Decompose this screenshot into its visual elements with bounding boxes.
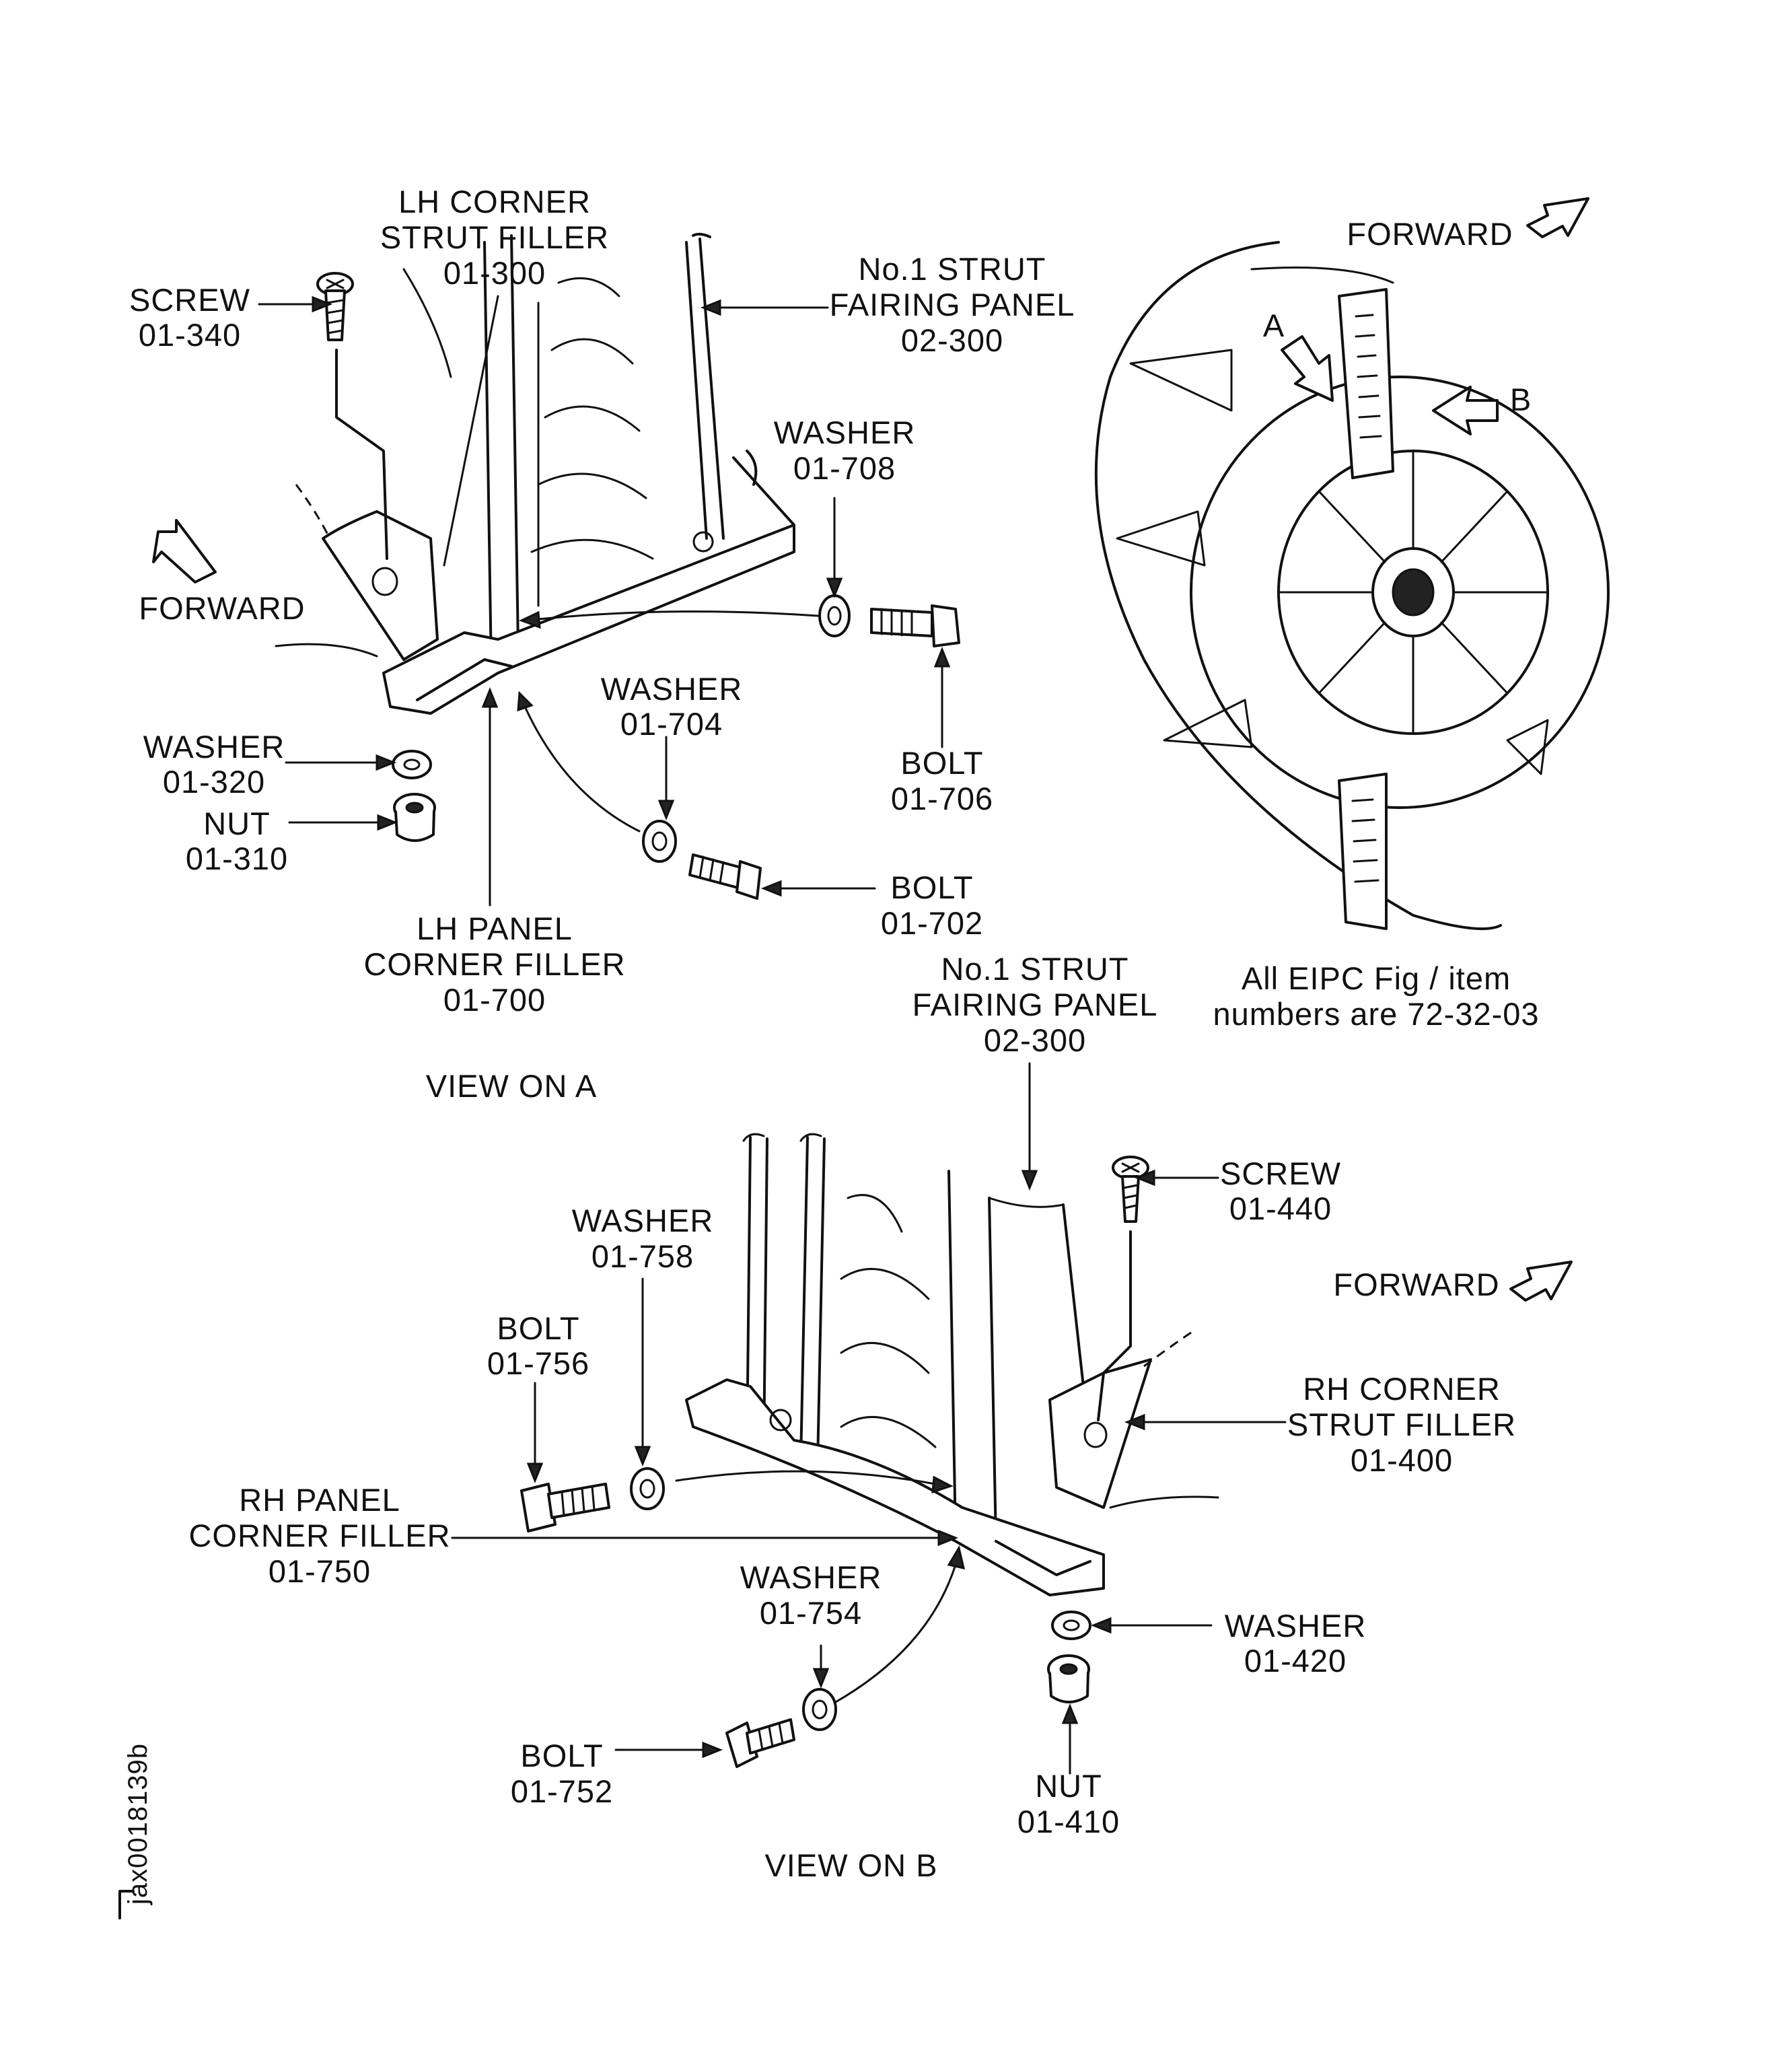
- washer-01-754-number: 01-754: [760, 1595, 862, 1631]
- view-a-leaders: [152, 295, 951, 907]
- lh-corner-strut-filler-number: 01-300: [443, 255, 546, 291]
- eipc-note-line1: All EIPC Fig / item: [1242, 960, 1511, 996]
- washer-01-420-part: [1051, 1611, 1091, 1640]
- screw-01-340-number: 01-340: [139, 317, 241, 353]
- washer-01-320-number: 01-320: [163, 764, 265, 800]
- view-b-drawing: [685, 1133, 1219, 1596]
- washer-01-420-name: WASHER: [1225, 1608, 1367, 1644]
- view-on-b-caption: VIEW ON B: [764, 1847, 937, 1883]
- view-arrow-b-label: B: [1510, 382, 1532, 417]
- label-lh-corner-strut-filler: LH CORNER STRUT FILLER 01-300: [380, 184, 609, 291]
- bolt-01-702-part: [688, 853, 762, 900]
- washer-01-420-number: 01-420: [1244, 1643, 1347, 1679]
- figure-id: jax0018139b: [123, 1743, 153, 1905]
- rh-corner-strut-filler-line1: RH CORNER: [1303, 1371, 1501, 1407]
- view-b-leaders: [451, 1062, 1573, 1775]
- label-rh-corner-strut-filler: RH CORNER STRUT FILLER 01-400: [1287, 1371, 1516, 1478]
- forward-label-view-a: FORWARD: [139, 590, 305, 626]
- eipc-note-line2: numbers are 72-32-03: [1213, 996, 1539, 1032]
- bolt-01-752-name: BOLT: [520, 1738, 603, 1773]
- label-screw-01-440: SCREW 01-440: [1220, 1156, 1341, 1226]
- washer-01-758-part: [630, 1467, 665, 1510]
- bolt-01-756-number: 01-756: [487, 1345, 589, 1381]
- nut-01-310-name: NUT: [203, 806, 271, 841]
- forward-label-view-b: FORWARD: [1333, 1267, 1499, 1302]
- washer-01-754-name: WASHER: [740, 1559, 882, 1595]
- label-lh-panel-corner-filler: LH PANEL CORNER FILLER 01-700: [363, 911, 625, 1018]
- label-nut-01-410: NUT 01-410: [1017, 1768, 1120, 1839]
- view-arrow-a-label: A: [1263, 308, 1285, 343]
- bolt-01-756-part: [520, 1483, 610, 1532]
- bolt-01-706-number: 01-706: [891, 781, 993, 816]
- label-rh-panel-corner-filler: RH PANEL CORNER FILLER 01-750: [188, 1482, 450, 1589]
- lh-panel-corner-filler-number: 01-700: [443, 982, 546, 1018]
- strut-fairing-panel-a-line1: No.1 STRUT: [859, 251, 1046, 287]
- label-strut-fairing-panel-a: No.1 STRUT FAIRING PANEL 02-300: [830, 251, 1075, 358]
- lh-panel-corner-filler-line2: CORNER FILLER: [363, 946, 625, 982]
- label-screw-01-340: SCREW 01-340: [129, 282, 250, 353]
- bolt-01-756-name: BOLT: [497, 1310, 579, 1346]
- washer-01-708-name: WASHER: [774, 415, 916, 450]
- screw-01-440-number: 01-440: [1229, 1191, 1332, 1226]
- label-bolt-01-706: BOLT 01-706: [891, 745, 993, 816]
- label-washer-01-754: WASHER 01-754: [740, 1559, 882, 1631]
- washer-01-758-number: 01-758: [592, 1238, 694, 1274]
- bolt-01-752-number: 01-752: [511, 1773, 613, 1809]
- nut-01-310-number: 01-310: [186, 841, 288, 876]
- bolt-01-706-name: BOLT: [900, 745, 983, 781]
- washer-01-320-part: [392, 750, 432, 779]
- lh-corner-strut-filler-line1: LH CORNER: [398, 184, 591, 219]
- screw-01-440-part: [1097, 1156, 1149, 1421]
- lh-panel-corner-filler-line1: LH PANEL: [417, 911, 573, 946]
- nut-01-410-number: 01-410: [1017, 1804, 1120, 1839]
- bolt-01-702-number: 01-702: [881, 905, 983, 941]
- screw-01-440-name: SCREW: [1220, 1156, 1341, 1191]
- rh-corner-strut-filler-number: 01-400: [1351, 1442, 1453, 1478]
- strut-fairing-panel-a-number: 02-300: [901, 322, 1003, 358]
- nut-01-310-part: [393, 793, 436, 842]
- washer-01-708-part: [818, 594, 851, 637]
- view-on-a-caption: VIEW ON A: [426, 1068, 598, 1104]
- nut-01-410-name: NUT: [1035, 1768, 1102, 1804]
- screw-01-340-name: SCREW: [129, 282, 250, 318]
- bolt-01-702-name: BOLT: [890, 870, 973, 905]
- eipc-note: All EIPC Fig / item numbers are 72-32-03: [1213, 960, 1539, 1032]
- nut-01-410-part: [1047, 1654, 1090, 1703]
- washer-01-320-name: WASHER: [143, 729, 285, 765]
- rh-corner-strut-filler-line2: STRUT FILLER: [1287, 1407, 1516, 1442]
- strut-fairing-panel-b-number: 02-300: [984, 1022, 1086, 1058]
- washer-01-758-name: WASHER: [572, 1203, 714, 1238]
- figure-id-corner-mark: [118, 1890, 135, 1919]
- label-bolt-01-702: BOLT 01-702: [881, 870, 983, 941]
- label-washer-01-704: WASHER 01-704: [601, 671, 743, 742]
- strut-fairing-panel-a-line2: FAIRING PANEL: [830, 287, 1075, 322]
- rh-panel-corner-filler-number: 01-750: [268, 1553, 371, 1589]
- view-a-drawing: [275, 232, 795, 715]
- washer-01-704-name: WASHER: [601, 671, 743, 707]
- label-nut-01-310: NUT 01-310: [186, 806, 288, 876]
- rh-panel-corner-filler-line2: CORNER FILLER: [188, 1518, 450, 1553]
- forward-label-top: FORWARD: [1347, 216, 1513, 252]
- label-washer-01-708: WASHER 01-708: [774, 415, 916, 486]
- label-bolt-01-752: BOLT 01-752: [511, 1738, 613, 1809]
- bolt-01-706-part: [870, 604, 960, 647]
- engine-overview-drawing: [1094, 197, 1610, 930]
- label-strut-fairing-panel-b: No.1 STRUT FAIRING PANEL 02-300: [912, 951, 1158, 1058]
- label-bolt-01-756: BOLT 01-756: [487, 1310, 589, 1381]
- strut-fairing-panel-b-line1: No.1 STRUT: [941, 951, 1129, 987]
- strut-fairing-panel-b-line2: FAIRING PANEL: [912, 987, 1158, 1022]
- screw-01-340-part: [316, 272, 388, 560]
- lh-corner-strut-filler-line2: STRUT FILLER: [380, 219, 609, 255]
- label-washer-01-320: WASHER 01-320: [143, 729, 285, 800]
- bolt-01-752-part: [725, 1718, 795, 1768]
- washer-01-754-part: [802, 1688, 837, 1731]
- rh-panel-corner-filler-line1: RH PANEL: [239, 1482, 400, 1518]
- label-washer-01-420: WASHER 01-420: [1225, 1608, 1367, 1679]
- washer-01-704-number: 01-704: [620, 706, 723, 742]
- washer-01-708-number: 01-708: [793, 450, 896, 486]
- label-washer-01-758: WASHER 01-758: [572, 1203, 714, 1274]
- washer-01-704-part: [642, 820, 677, 863]
